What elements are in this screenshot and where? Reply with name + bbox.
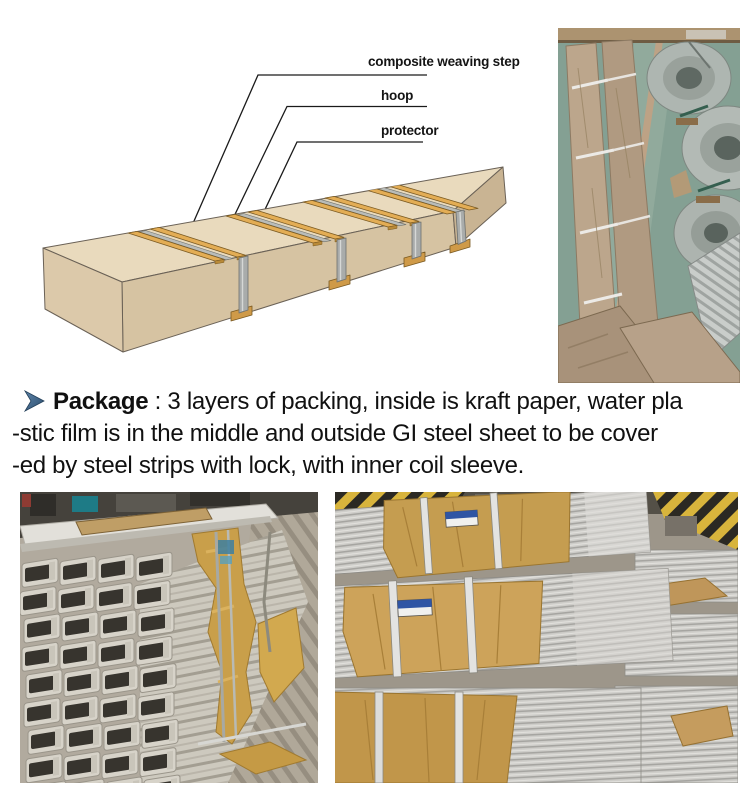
callout-composite-weaving-step: composite weaving step (368, 54, 520, 69)
wrapped-bundle-tier (335, 492, 651, 579)
callout-hoop: hoop (381, 88, 414, 103)
photo-steel-coils-and-kraft-wrapped-bundles (558, 28, 740, 383)
wrapped-bundle-tier (335, 568, 674, 679)
coils-photo-art (558, 28, 740, 383)
package-note-line-2: -stic film is in the middle and outside … (12, 420, 658, 447)
kraft-bundles (558, 39, 740, 383)
package-note-line-1: Package : 3 layers of packing, inside is… (10, 386, 742, 418)
photo-wrapped-steel-bar-bundles (335, 492, 738, 783)
channel-stack-photo-art (20, 492, 318, 783)
bar-bundles-photo-art (335, 492, 738, 783)
top-angle-and-plank (20, 503, 279, 552)
callout-protector: protector (381, 123, 439, 138)
steel-coils (646, 41, 740, 273)
batten-strap-set (365, 183, 479, 254)
package-note-line-3: -ed by steel strips with lock, with inne… (12, 452, 525, 479)
batten-strap-set (302, 195, 426, 268)
batten-strap-set (225, 209, 351, 291)
play-arrow-bullet-icon (24, 390, 45, 412)
package-text-1: : 3 layers of packing, inside is kraft p… (148, 388, 683, 415)
photo-stacked-channel-steel-with-kraft-paper (20, 492, 318, 783)
kraft-drape (191, 527, 308, 775)
callout-lines (179, 74, 427, 254)
package-note: Package : 3 layers of packing, inside is… (10, 386, 742, 482)
packed-beam (42, 166, 507, 353)
batten-strap-set (127, 226, 253, 322)
channel-ends (20, 551, 181, 783)
package-label: Package (53, 388, 149, 415)
packaging-diagram (42, 74, 507, 353)
wrapped-bundle-tier (335, 687, 642, 783)
